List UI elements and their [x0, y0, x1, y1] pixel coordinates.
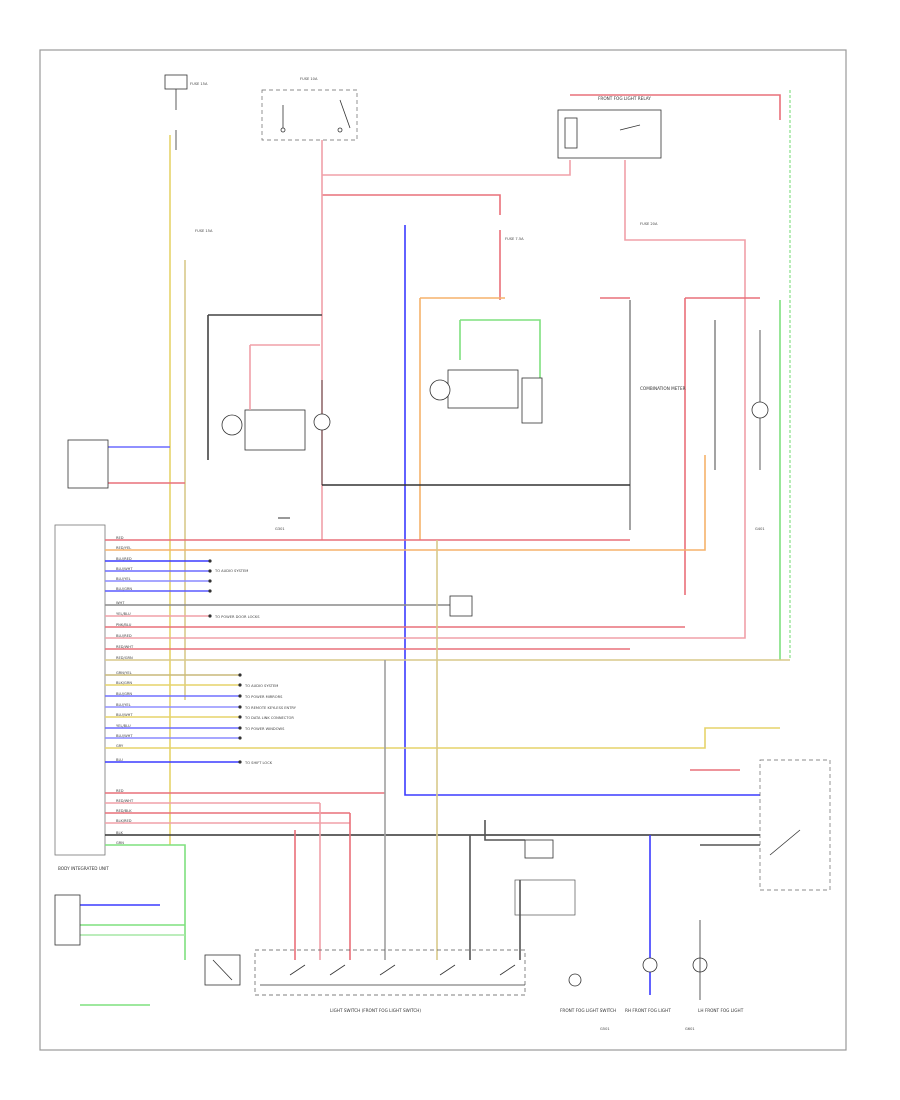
- wire-green-box: [460, 319, 541, 390]
- front-fog-switch-bottom-left: [204, 954, 241, 986]
- row-label-16: BLU/WHT: [116, 713, 133, 717]
- row-label-17: YEL/BLU: [116, 724, 131, 728]
- row-label-2: BLU/RED: [116, 557, 132, 561]
- relay-bottom-right: [514, 879, 582, 987]
- unit-row-notes: TO AUDIO SYSTEM TO POWER DOOR LOCKS TO A…: [214, 569, 297, 765]
- wire-blue-main: [404, 225, 760, 796]
- row-label-1: RED/YEL: [116, 546, 131, 550]
- row-note-4: TO REMOTE KEYLESS ENTRY: [244, 706, 297, 710]
- combination-meter-right: [629, 300, 716, 530]
- wire-red-relay-drop: [624, 160, 746, 300]
- row-label-22: RED/WHT: [116, 799, 134, 803]
- body-integrated-unit: [54, 524, 106, 856]
- row-note-7: TO SHIFT LOCK: [244, 761, 273, 765]
- wire-black-lh: [207, 314, 322, 460]
- wire-orange-mid: [419, 297, 505, 540]
- connector-bottom-left: [54, 894, 81, 946]
- wire-red-top-1: [570, 94, 781, 120]
- unit-row-labels: RED RED/YEL BLU/RED BLU/WHT BLU/YEL BLU/…: [116, 536, 134, 845]
- row-note-5: TO DATA LINK CONNECTOR: [244, 716, 294, 720]
- fuse-block-top-left: [164, 74, 188, 150]
- row-label-8: PNK/BLU: [116, 623, 132, 627]
- row-label-3: BLU/WHT: [116, 567, 133, 571]
- label-front-fog-switch: FRONT FOG LIGHT SWITCH: [560, 1008, 616, 1013]
- row-label-6: WHT: [116, 601, 125, 605]
- row-label-18: BLU/WHT: [116, 734, 133, 738]
- bulb-right: [751, 330, 769, 470]
- row-label-13: BLK/GRN: [116, 681, 132, 685]
- label-unit-title: BODY INTEGRATED UNIT: [58, 866, 109, 871]
- row-label-15: BLU/YEL: [116, 703, 131, 707]
- row-label-26: GRN: [116, 841, 124, 845]
- fuse-label-2: FUSE 20A: [640, 222, 658, 226]
- bottom-vertical-drops: [294, 540, 521, 960]
- sensor-mid-right: [449, 595, 473, 617]
- relay-bottom-center: [484, 820, 554, 859]
- bundle-connector-dots: [208, 559, 242, 764]
- row-label-21: RED: [116, 789, 124, 793]
- row-label-23: RED/BLK: [116, 809, 132, 813]
- unit-output-wires: [105, 300, 790, 960]
- label-combination-meter: COMBINATION METER: [640, 386, 686, 391]
- label-bottom-caption: LIGHT SWITCH (FRONT FOG LIGHT SWITCH): [330, 1008, 421, 1013]
- diagram-border: [39, 49, 847, 1051]
- bulb-center: [313, 380, 331, 485]
- headlight-switch-top: [261, 89, 358, 141]
- row-label-7: YEL/BLU: [116, 612, 131, 616]
- wire-pink-lh: [249, 344, 320, 410]
- rear-fog-switch-right: [759, 759, 831, 891]
- row-label-10: RED/WHT: [116, 645, 134, 649]
- front-fog-light-relay: [557, 109, 662, 159]
- label-lh-fog: LH FRONT FOG LIGHT: [698, 1008, 744, 1013]
- row-label-20: BLU: [116, 758, 123, 762]
- row-note-2: TO AUDIO SYSTEM: [244, 684, 278, 688]
- connector-left-top: [67, 439, 109, 489]
- ground-label-0: G301: [275, 527, 285, 531]
- fog-lights-bottom-right: [642, 920, 708, 1000]
- fuse-label-1: FUSE 10A: [300, 77, 318, 81]
- wire-red-top-2: [322, 194, 501, 215]
- row-label-25: BLK: [116, 831, 123, 835]
- row-note-6: TO POWER WINDOWS: [244, 727, 285, 731]
- row-note-3: TO POWER MIRRORS: [244, 695, 283, 699]
- row-note-0: TO AUDIO SYSTEM: [214, 569, 248, 573]
- light-switch-assembly: [254, 949, 526, 996]
- label-front-fog-relay: FRONT FOG LIGHT RELAY: [598, 96, 651, 101]
- row-label-24: BLK/RED: [116, 819, 132, 823]
- ground-label-2: G501: [600, 1027, 610, 1031]
- ground-label-1: G401: [755, 527, 765, 531]
- row-label-14: BLU/GRN: [116, 692, 132, 696]
- row-label-19: GRY: [116, 744, 124, 748]
- fuse-label-4: FUSE 15A: [195, 229, 213, 233]
- row-label-0: RED: [116, 536, 124, 540]
- fuse-label-0: FUSE 15A: [190, 82, 208, 86]
- row-label-9: BLU/RED: [116, 634, 132, 638]
- label-rh-fog: RH FRONT FOG LIGHT: [625, 1008, 671, 1013]
- row-label-11: RED/GRN: [116, 656, 133, 660]
- row-note-1: TO POWER DOOR LOCKS: [214, 615, 260, 619]
- row-label-4: BLU/YEL: [116, 577, 131, 581]
- row-label-12: GRN/YEL: [116, 671, 132, 675]
- wire-pink-top: [322, 160, 571, 176]
- lh-front-fog-light-mid: [221, 409, 306, 451]
- ground-label-3: G601: [685, 1027, 695, 1031]
- rh-front-fog-light-mid: [429, 369, 543, 424]
- fuse-label-3: FUSE 7.5A: [505, 237, 524, 241]
- row-label-5: BLU/GRN: [116, 587, 132, 591]
